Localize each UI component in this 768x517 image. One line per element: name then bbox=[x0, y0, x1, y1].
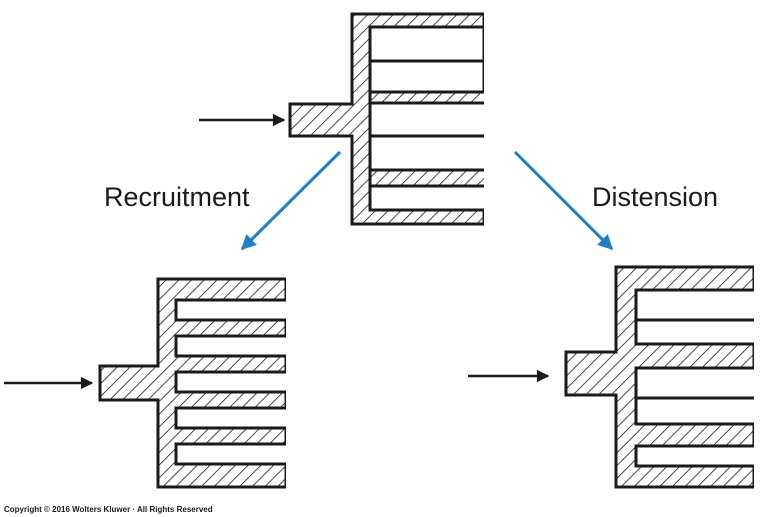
baseline-lumen bbox=[368, 184, 488, 212]
recruitment-transition-arrow bbox=[240, 150, 342, 251]
recruitment-lumen bbox=[174, 406, 290, 430]
recruitment-lumen bbox=[174, 298, 290, 322]
distension-lumen bbox=[634, 366, 758, 400]
baseline-lumen bbox=[368, 134, 488, 172]
baseline-lumen bbox=[368, 25, 486, 63]
recruitment-vessel-bed bbox=[98, 275, 296, 491]
distension-label: Distension bbox=[592, 182, 718, 212]
recruitment-lumen bbox=[174, 334, 290, 358]
distension-lumen bbox=[634, 396, 758, 426]
distension-lumen bbox=[634, 318, 758, 346]
baseline-vessel-bed bbox=[288, 10, 494, 230]
distension-lumen bbox=[634, 288, 758, 322]
baseline-lumen bbox=[368, 101, 488, 138]
copyright-notice: Copyright © 2016 Wolters Kluwer · All Ri… bbox=[4, 505, 213, 514]
distension-lumen bbox=[634, 444, 758, 468]
recruitment-lumen bbox=[174, 442, 290, 466]
recruitment-lumen bbox=[174, 370, 290, 394]
distension-vessel-bed bbox=[564, 263, 768, 491]
baseline-wall-strip bbox=[368, 90, 488, 105]
recruitment-label: Recruitment bbox=[104, 182, 250, 212]
baseline-lumen bbox=[368, 59, 486, 94]
baseline-wall-strip bbox=[368, 168, 488, 188]
distension-transition-arrow bbox=[513, 150, 614, 251]
